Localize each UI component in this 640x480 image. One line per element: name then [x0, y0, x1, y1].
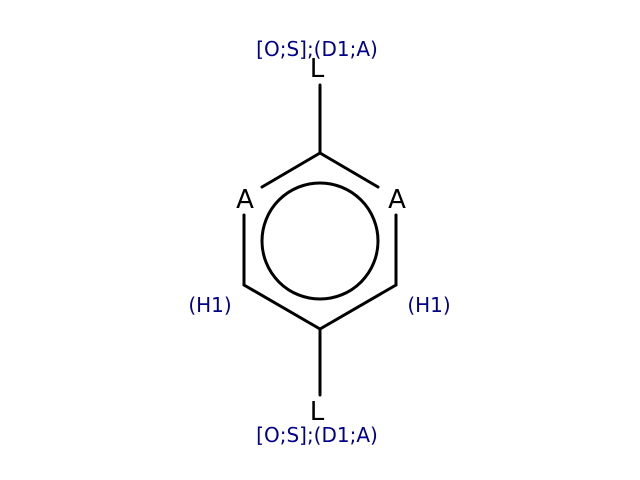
bond-top-right	[318, 151, 380, 189]
bond-bottom-right	[318, 283, 398, 331]
query-label-bottom: [O;S];(D1;A)	[256, 423, 378, 447]
atom-left-aromatic: A	[236, 185, 254, 215]
atom-bottom-linker: L	[310, 397, 325, 427]
query-label-top: [O;S];(D1;A)	[256, 37, 378, 61]
h-label-left: (H1)	[188, 293, 231, 317]
aromatic-ring-circle	[260, 181, 380, 301]
bond-bottom-left	[242, 283, 322, 331]
bonds	[242, 83, 398, 397]
h-label-right: (H1)	[407, 293, 450, 317]
atom-right-aromatic: A	[388, 185, 406, 215]
bond-top-left	[260, 151, 322, 189]
atom-top-linker: L	[310, 54, 325, 84]
